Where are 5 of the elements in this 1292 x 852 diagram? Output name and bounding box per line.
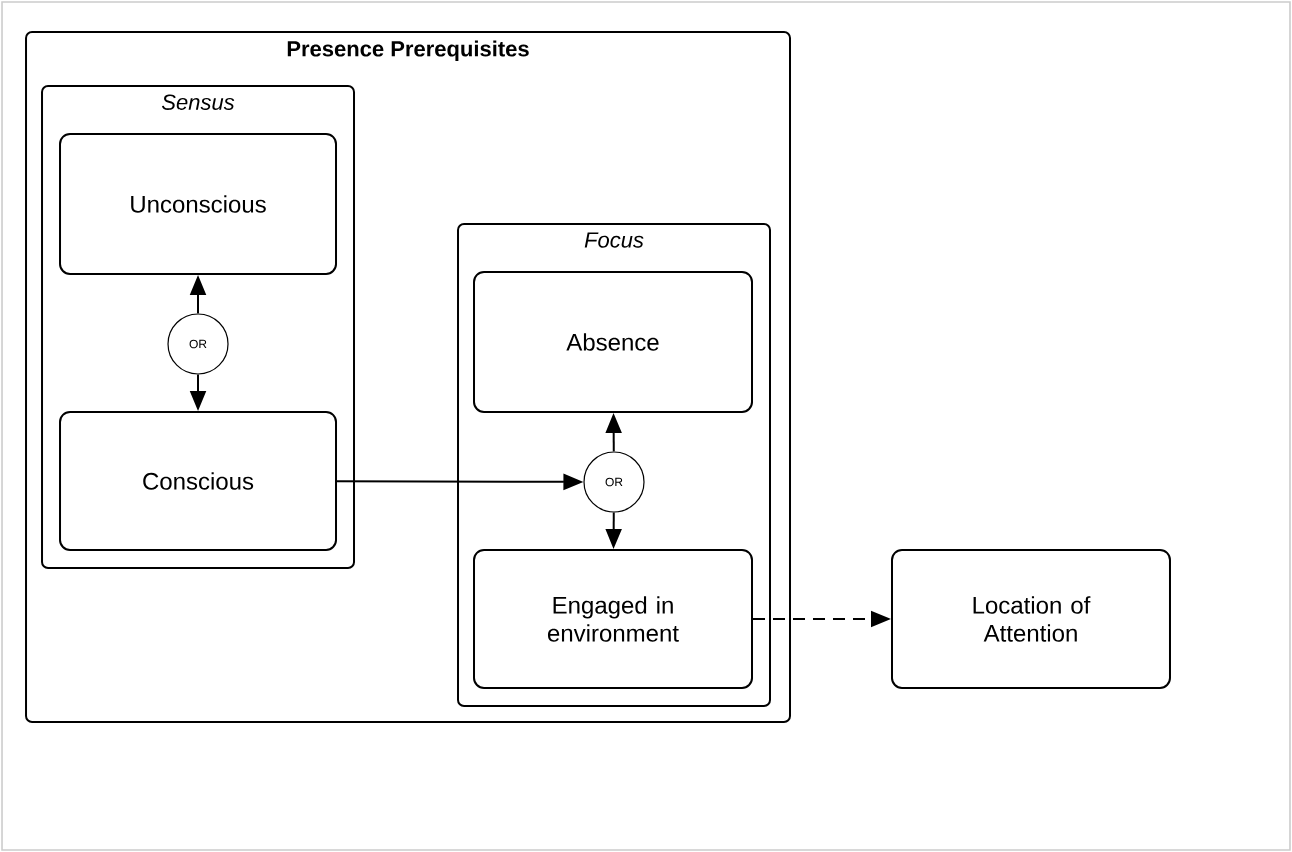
process-box: Conscious bbox=[59, 411, 337, 551]
process-box: Absence bbox=[473, 271, 753, 413]
process-box: Unconscious bbox=[59, 133, 337, 275]
process-box: Location of Attention bbox=[891, 549, 1171, 689]
process-box: Engaged in environment bbox=[473, 549, 753, 689]
